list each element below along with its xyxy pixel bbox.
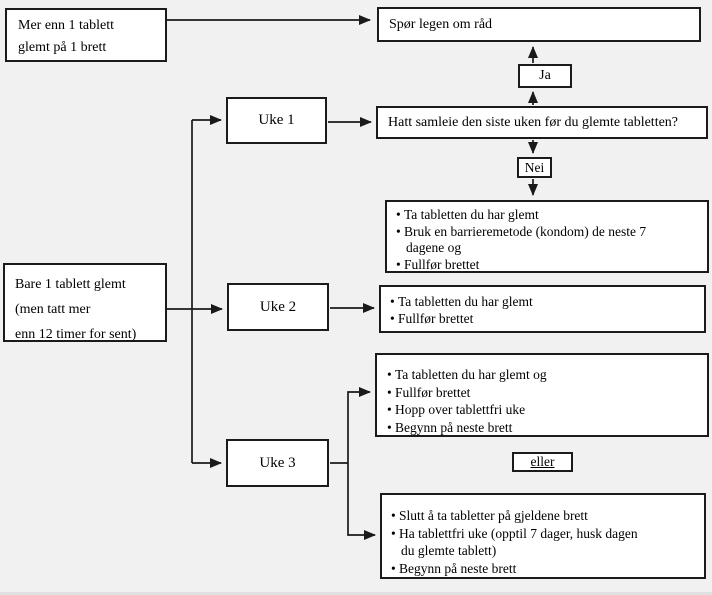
node-ask-doctor: Spør legen om råd bbox=[377, 7, 701, 42]
node-week-1-result: • Ta tabletten du har glemt • Bruk en ba… bbox=[385, 200, 709, 273]
bullet-text: Begynn på neste brett bbox=[399, 560, 517, 576]
node-no: Nei bbox=[517, 157, 552, 178]
bullet-row: • Hopp over tablettfri uke bbox=[387, 401, 701, 419]
node-text-line: (men tatt mer bbox=[15, 302, 91, 317]
page-bottom-edge bbox=[0, 592, 712, 595]
bullet-row: • Fullfør brettet bbox=[390, 310, 698, 327]
node-text: Uke 2 bbox=[259, 298, 297, 315]
bullet-row: • Begynn på neste brett bbox=[391, 560, 698, 578]
bullet-continuation: du glemte tablett) bbox=[401, 542, 698, 560]
node-week-2: Uke 2 bbox=[227, 283, 329, 331]
bullet-marker: • bbox=[390, 311, 395, 326]
bullet-row: • Bruk en barrieremetode (kondom) de nes… bbox=[396, 224, 701, 241]
bullet-row: • Ta tabletten du har glemt bbox=[390, 293, 698, 310]
bullet-text: Ha tablettfri uke (opptil 7 dager, husk … bbox=[399, 525, 638, 541]
bullet-text: Ta tabletten du har glemt bbox=[404, 207, 539, 222]
node-week-3-result-a: • Ta tabletten du har glemt og • Fullfør… bbox=[375, 353, 709, 437]
bullet-marker: • bbox=[391, 508, 396, 523]
node-text: eller bbox=[530, 454, 555, 469]
node-intercourse-question: Hatt samleie den siste uken før du glemt… bbox=[376, 106, 708, 139]
node-week-2-result: • Ta tabletten du har glemt • Fullfør br… bbox=[379, 285, 706, 333]
bullet-row: • Slutt å ta tabletter på gjeldene brett bbox=[391, 507, 698, 525]
bullet-row: • Fullfør brettet bbox=[387, 384, 701, 402]
bullet-text: Hopp over tablettfri uke bbox=[395, 402, 526, 417]
bullet-marker: • bbox=[387, 402, 392, 417]
node-text: Spør legen om råd bbox=[389, 16, 493, 32]
bullet-text: du glemte tablett) bbox=[401, 543, 497, 558]
bullet-row: • Fullfør brettet bbox=[396, 257, 701, 274]
bullet-text: Begynn på neste brett bbox=[395, 419, 513, 435]
bullet-marker: • bbox=[391, 560, 396, 576]
node-text-line: enn 12 timer for sent) bbox=[15, 327, 137, 342]
node-text: Ja bbox=[539, 68, 551, 83]
node-text: Uke 3 bbox=[259, 454, 296, 471]
node-week-3: Uke 3 bbox=[226, 439, 329, 487]
bullet-marker: • bbox=[396, 256, 401, 272]
bullet-row: • Begynn på neste brett bbox=[387, 419, 701, 437]
node-yes: Ja bbox=[518, 64, 572, 88]
node-only-one-pill: Bare 1 tablett glemt (men tatt mer enn 1… bbox=[3, 263, 167, 342]
node-week-3-result-b: • Slutt å ta tabletter på gjeldene brett… bbox=[380, 493, 706, 579]
node-more-than-one-pill: Mer enn 1 tablett glemt på 1 brett bbox=[5, 8, 167, 62]
bullet-marker: • bbox=[387, 419, 392, 435]
bullet-marker: • bbox=[391, 525, 396, 541]
bullet-marker: • bbox=[387, 384, 392, 400]
node-text: Uke 1 bbox=[258, 112, 295, 128]
node-or: eller bbox=[512, 452, 573, 472]
node-text-line: Bare 1 tablett glemt bbox=[15, 277, 126, 292]
bullet-text: Fullfør brettet bbox=[395, 384, 471, 400]
bullet-row: • Ta tabletten du har glemt bbox=[396, 207, 701, 224]
bullet-text: Ta tabletten du har glemt og bbox=[395, 367, 547, 382]
bullet-text: Fullfør brettet bbox=[404, 256, 480, 272]
bullet-text: dagene og bbox=[406, 240, 462, 255]
bullet-marker: • bbox=[387, 367, 392, 382]
node-text-line: Mer enn 1 tablett bbox=[18, 18, 115, 33]
bullet-row: • Ha tablettfri uke (opptil 7 dager, hus… bbox=[391, 525, 698, 543]
node-week-1: Uke 1 bbox=[226, 97, 327, 144]
bullet-text: Bruk en barrieremetode (kondom) de neste… bbox=[404, 223, 647, 239]
node-text: Nei bbox=[524, 159, 545, 175]
node-text-line: glemt på 1 brett bbox=[18, 40, 107, 55]
bullet-text: Ta tabletten du har glemt bbox=[398, 294, 533, 309]
bullet-text: Fullfør brettet bbox=[398, 311, 474, 326]
bullet-row: • Ta tabletten du har glemt og bbox=[387, 366, 701, 384]
bullet-marker: • bbox=[390, 294, 395, 309]
node-text: Hatt samleie den siste uken før du glemt… bbox=[388, 114, 679, 130]
bullet-text: Slutt å ta tabletter på gjeldene brett bbox=[399, 508, 588, 523]
bullet-marker: • bbox=[396, 223, 401, 239]
connector-week3-to-result-b bbox=[347, 463, 376, 540]
bullet-continuation: dagene og bbox=[406, 240, 701, 257]
bullet-marker: • bbox=[396, 207, 401, 222]
connector-week3-to-result-a bbox=[347, 387, 371, 463]
